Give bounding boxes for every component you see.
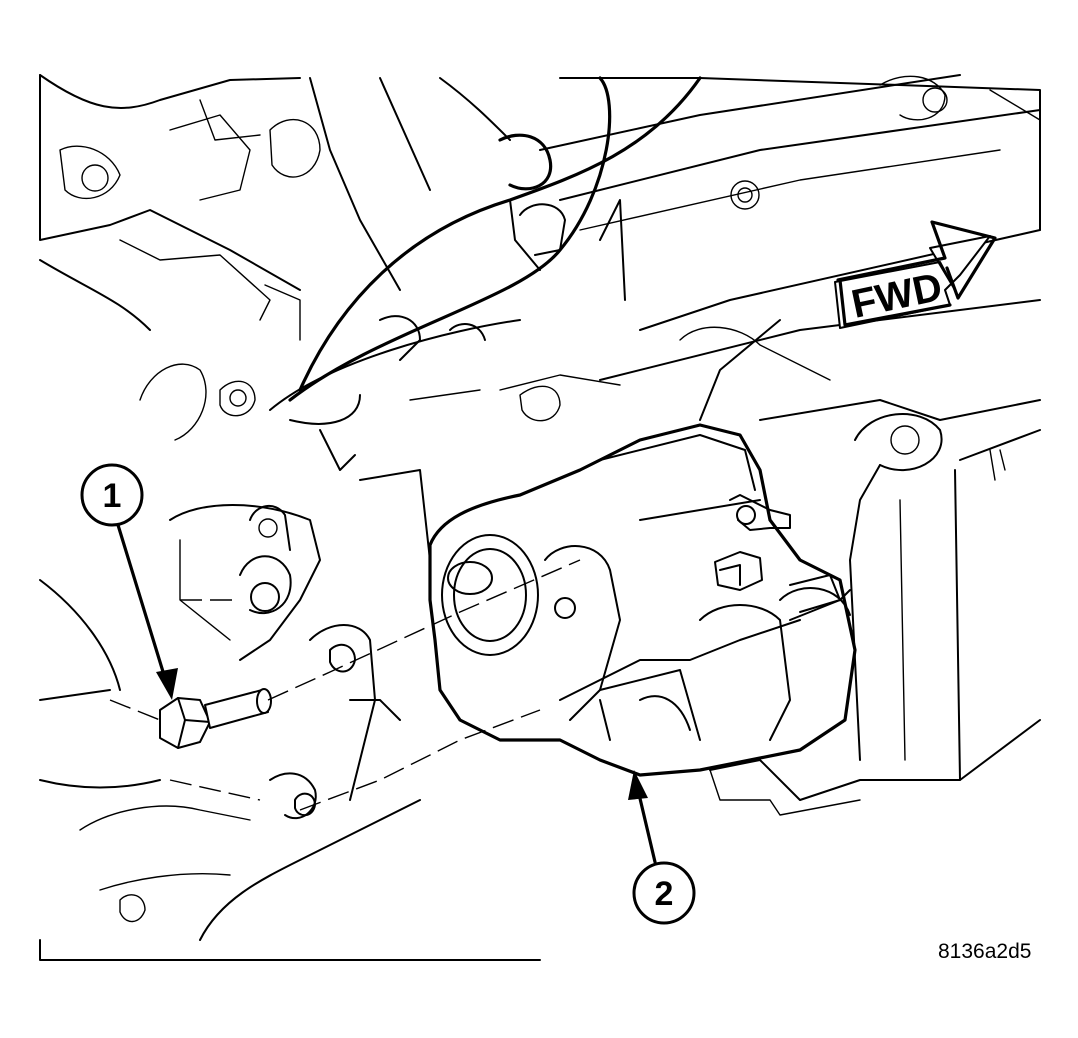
callout-1-number: 1 [103,477,122,515]
figure-id: 8136a2d5 [938,940,1032,963]
alignment-lines [109,559,581,811]
bolt [159,688,272,749]
forward-direction-arrow: FWD [834,220,997,329]
callout-2: 2 [628,770,696,925]
engine-block-outline [39,74,1041,961]
callout-1: 1 [80,463,178,700]
starter-motor [428,423,857,777]
callout-2-number: 2 [655,875,674,913]
